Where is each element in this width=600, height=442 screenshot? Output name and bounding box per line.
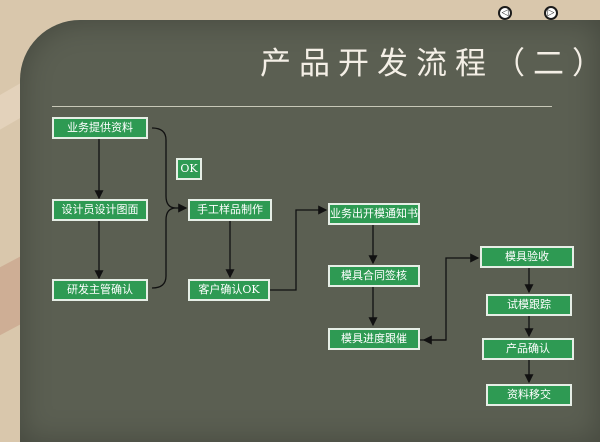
node-mold-contract: 模具合同签核 [328,265,420,287]
arrow-progress-to-acceptance [420,253,480,341]
node-data-transfer: 资料移交 [486,384,572,406]
node-rd-manager-confirm: 研发主管确认 [52,279,148,301]
node-designer-drawing: 设计员设计图面 [52,199,148,221]
title-divider [52,106,552,107]
node-product-confirm: 产品确认 [482,338,574,360]
node-ok: OK [176,158,202,180]
node-mold-acceptance: 模具验收 [480,246,574,268]
arrow-customer-to-notice [270,205,328,291]
node-business-info: 业务提供资料 [52,117,148,139]
node-mold-notice: 业务出开模通知书 [328,203,420,225]
node-hand-sample: 手工样品制作 [188,199,272,221]
node-customer-confirm: 客户确认OK [188,279,270,301]
next-slide-icon[interactable]: ▷ [544,6,558,20]
previous-slide-icon[interactable]: ◁ [498,6,512,20]
page-title: 产品开发流程（二） [260,46,600,82]
node-mold-progress: 模具进度跟催 [328,328,420,350]
bracket [151,127,177,289]
slide-board [20,20,600,442]
node-trial-tracking: 试模跟踪 [486,294,572,316]
